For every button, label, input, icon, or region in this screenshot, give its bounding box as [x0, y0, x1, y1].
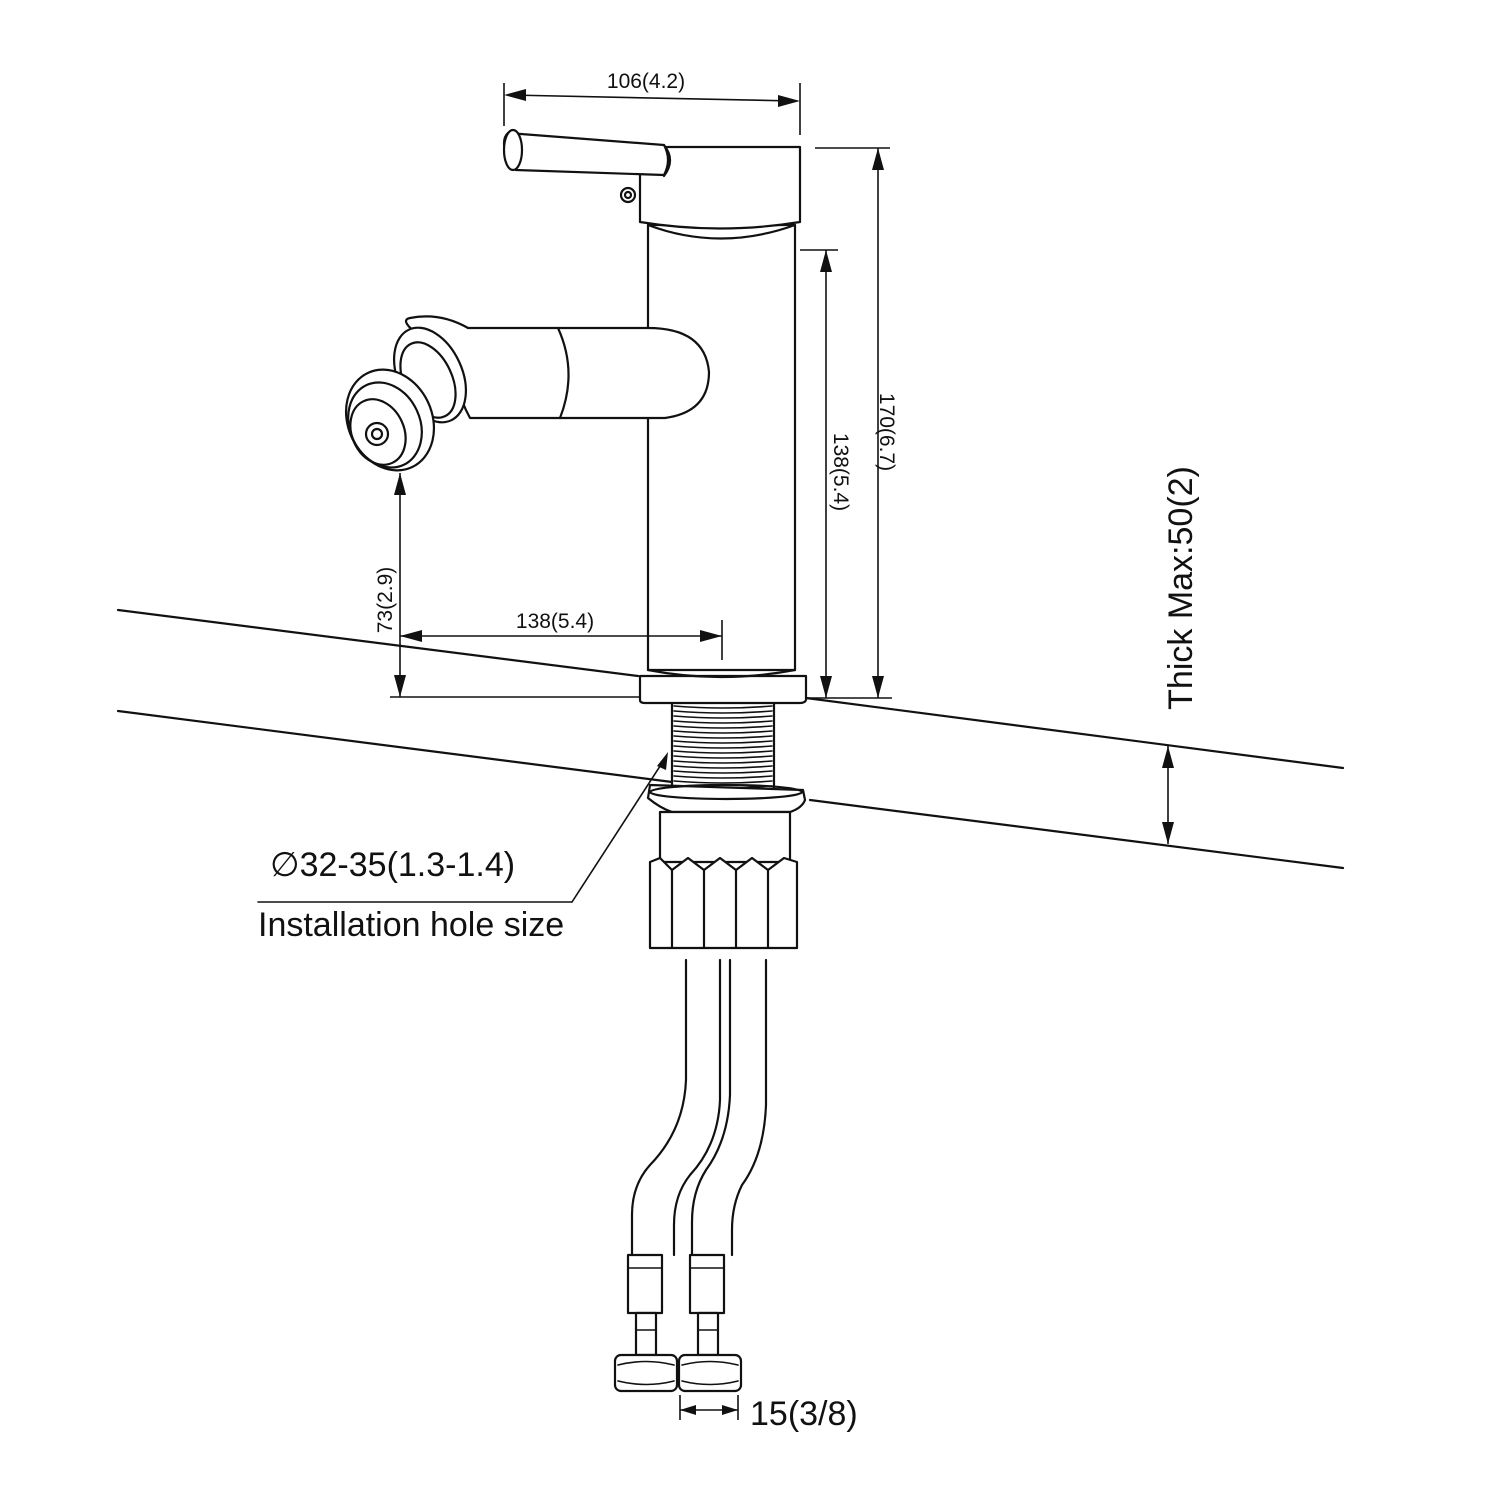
label-thickness: Thick Max:50(2)	[1162, 466, 1200, 710]
faucet-body	[638, 223, 808, 705]
thread-line	[673, 730, 773, 734]
mounting-nut	[646, 783, 807, 950]
dim-total-height	[806, 147, 892, 699]
dim-top-width	[503, 83, 801, 135]
thread-line	[673, 710, 773, 714]
label-hole-caption: Installation hole size	[258, 906, 564, 944]
thread-line	[673, 765, 773, 769]
thread-line	[673, 770, 773, 774]
thread-line	[673, 720, 773, 724]
dim-spout-height	[390, 473, 640, 698]
label-spout-reach: 138(5.4)	[516, 610, 594, 633]
label-body-height: 138(5.4)	[829, 433, 852, 511]
dim-spout-reach	[400, 620, 723, 660]
handle-cap	[502, 128, 802, 230]
countertop-lines	[116, 608, 1345, 870]
label-hose-width: 15(3/8)	[750, 1395, 858, 1433]
thread-line	[673, 750, 773, 754]
label-top-width: 106(4.2)	[607, 70, 685, 93]
label-spout-height: 73(2.9)	[374, 567, 397, 634]
thread-line	[673, 725, 773, 729]
thread-line	[673, 715, 773, 719]
label-total-height: 170(6.7)	[875, 393, 898, 471]
thread-line	[673, 760, 773, 764]
thread-line	[673, 740, 773, 744]
label-hole-diameter: ∅32-35(1.3-1.4)	[270, 846, 515, 884]
thread-line	[673, 775, 773, 779]
dim-hose-width	[679, 1395, 739, 1420]
thread-line	[673, 780, 773, 784]
thread-line	[673, 755, 773, 759]
dim-thickness	[1162, 746, 1174, 844]
thread-line	[673, 745, 773, 749]
supply-hoses	[613, 958, 768, 1393]
bidet-spout	[344, 315, 711, 472]
threaded-shank	[670, 698, 776, 795]
thread-line	[673, 735, 773, 739]
dim-body-height	[800, 249, 838, 698]
thread-line	[673, 705, 773, 709]
hole-leader	[257, 752, 668, 903]
